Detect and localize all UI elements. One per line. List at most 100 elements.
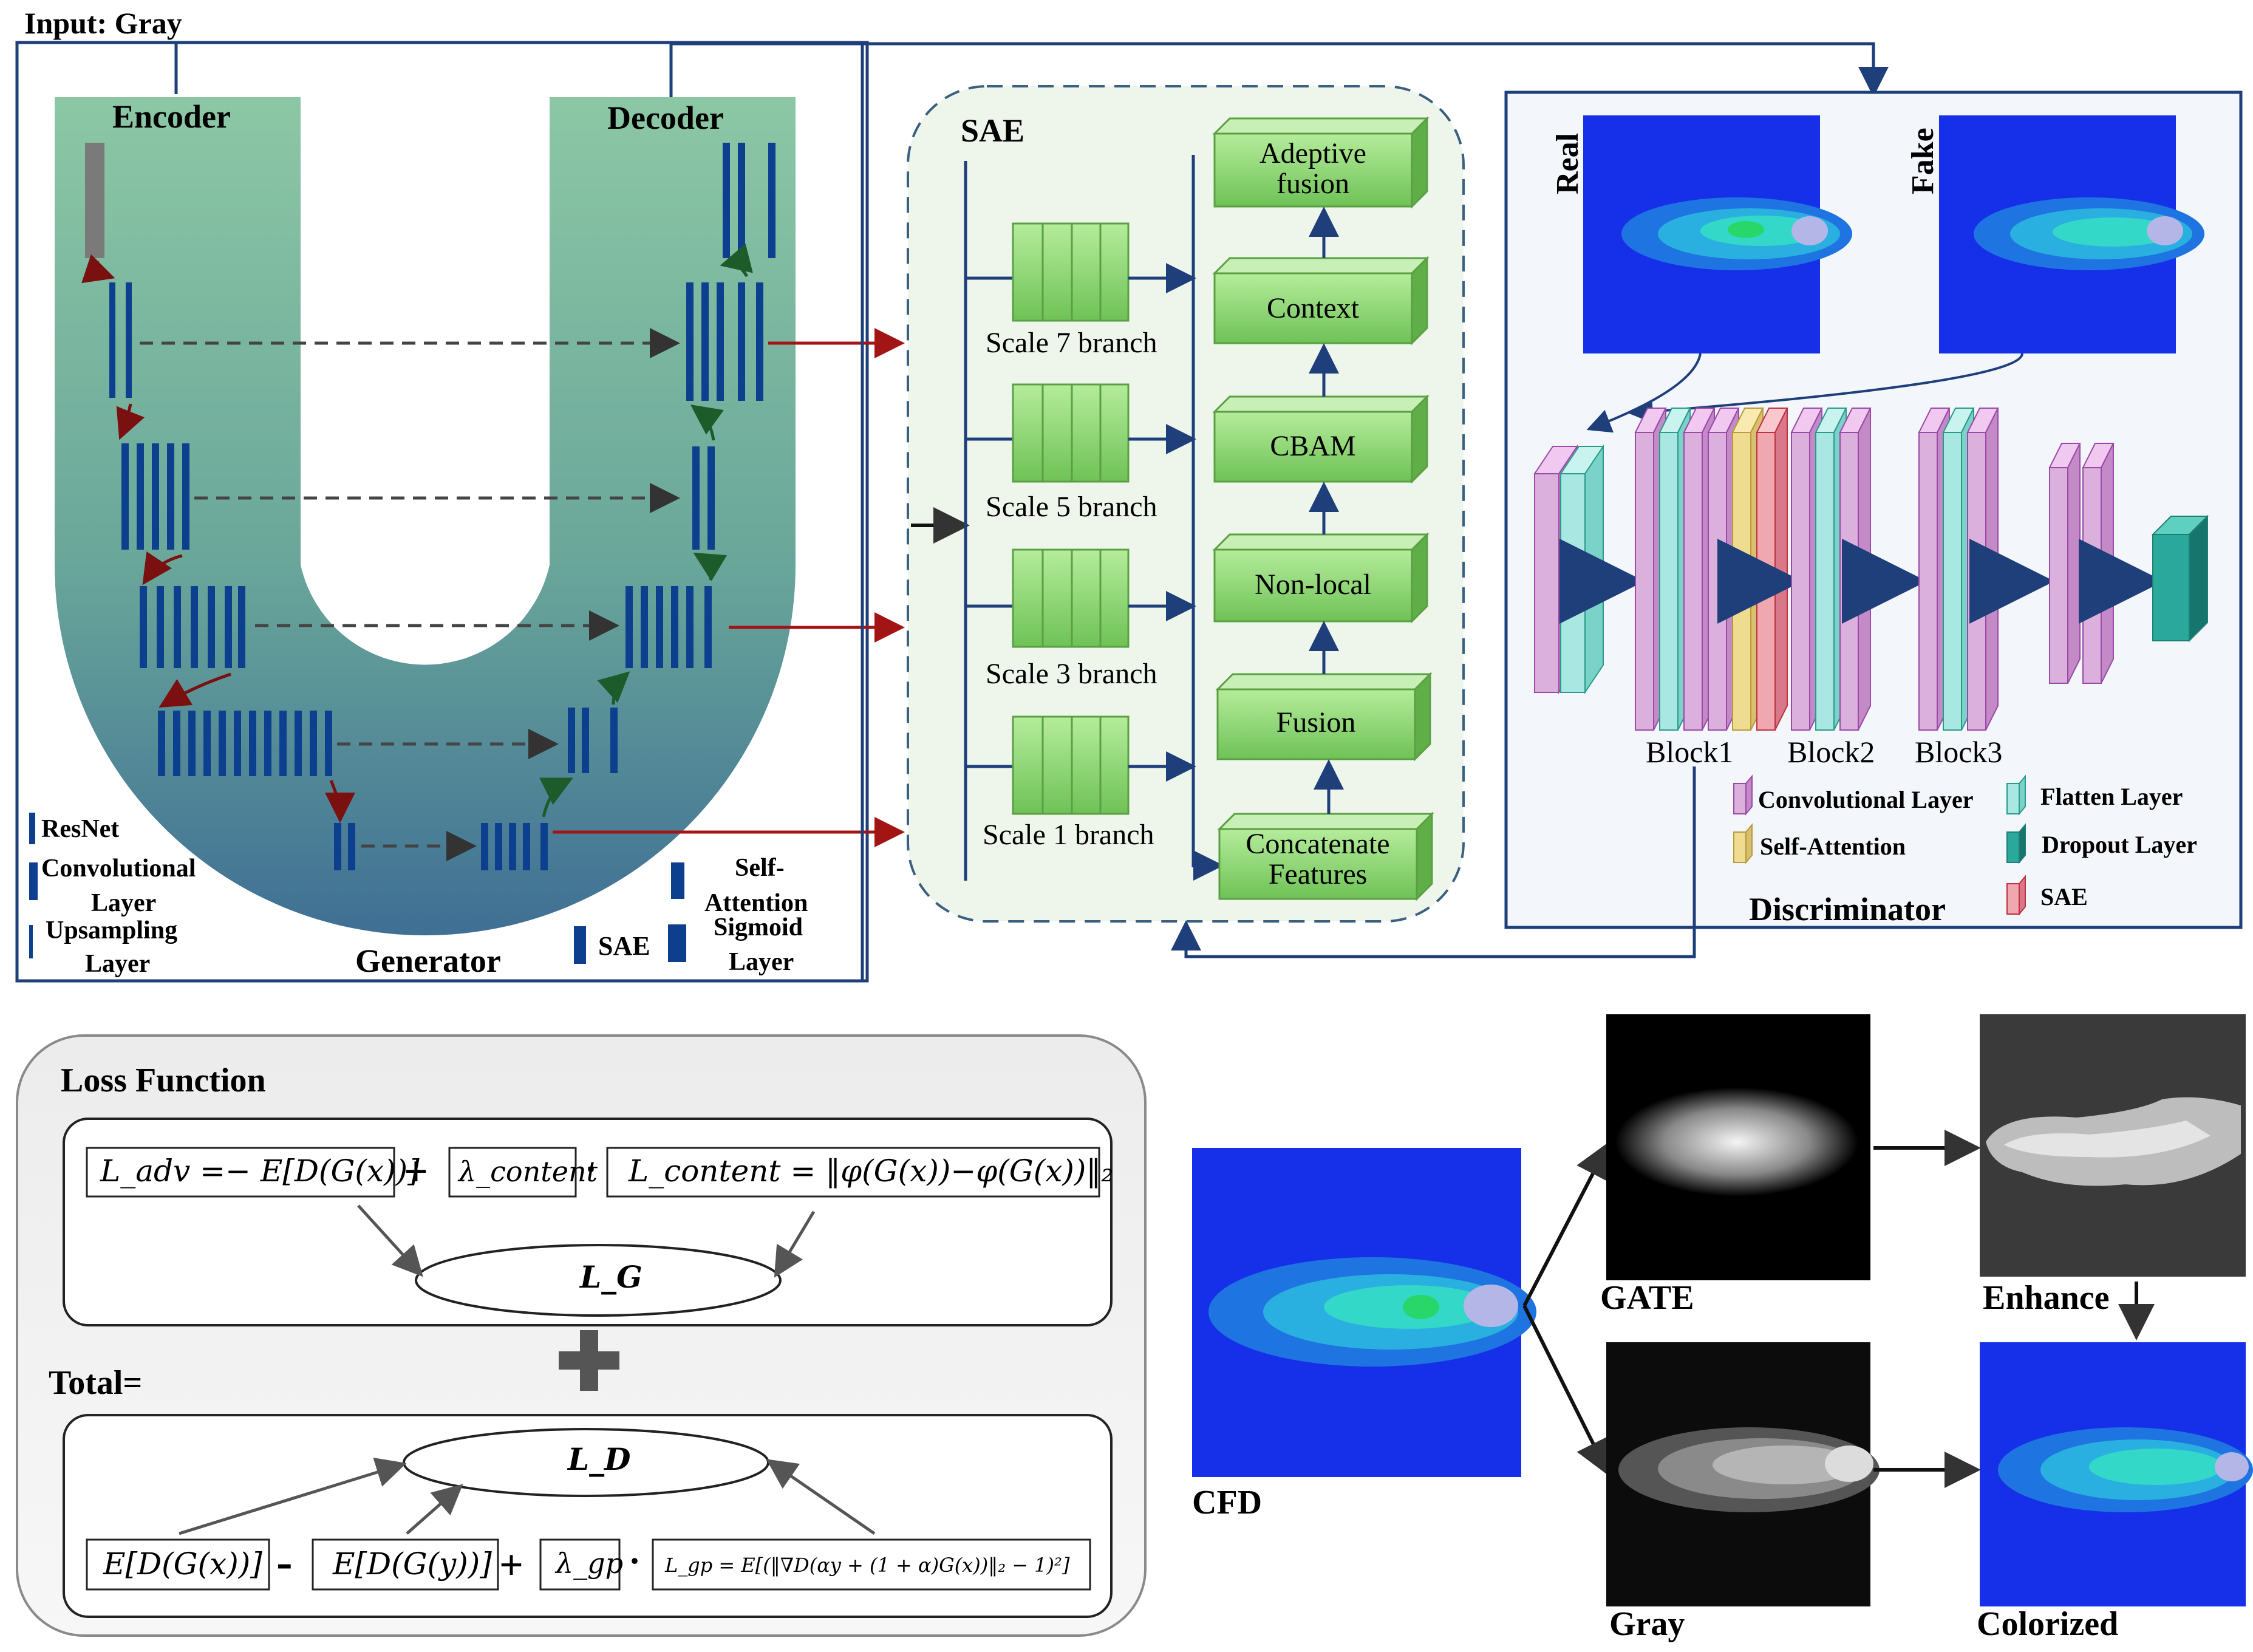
- legend-resnet-label: ResNet: [41, 815, 119, 843]
- enhance-image: [1980, 1014, 2246, 1277]
- loss-section: Loss Function L_adv =− E[D(G(x))] + λ_co…: [16, 1034, 1147, 1637]
- l-content-to-lg-arrow: [774, 1210, 816, 1278]
- legend-sigmoid-label-1: Sigmoid: [714, 913, 803, 941]
- l-adv-to-lg-arrow: [357, 1204, 423, 1277]
- generator-to-sae-arrows: [553, 328, 905, 847]
- cfd-image: [1192, 1148, 1536, 1477]
- lambda-gp-text: λ_gp: [554, 1547, 623, 1580]
- legend-upsampling-swatch: [29, 925, 33, 958]
- stage-label-context: Context: [1267, 292, 1360, 324]
- stage-label-concatenate-1: Concatenate: [1246, 828, 1389, 860]
- stage-label-adaptive-fusion-1: Adeptive: [1259, 137, 1366, 169]
- gate-image: [1606, 1014, 1870, 1280]
- legend-dropout-label: Dropout Layer: [2042, 831, 2197, 858]
- legend-dropout-icon: [2006, 823, 2026, 864]
- legend-sae-icon: [2006, 875, 2026, 916]
- e-dgy-to-ld-arrow: [406, 1484, 463, 1535]
- stage-label-adaptive-fusion-2: fusion: [1276, 168, 1349, 200]
- legend-sigmoid-swatch: [668, 924, 686, 962]
- cfd-label: CFD: [1192, 1484, 1262, 1521]
- encoder-level-2: [121, 443, 189, 550]
- sae-branch-scale-5: Scale 5 branch: [966, 383, 1196, 523]
- e-dgx-to-ld-arrow: [179, 1457, 407, 1535]
- lambda-gp-box: [539, 1538, 621, 1591]
- branch-label-scale-5: Scale 5 branch: [986, 491, 1157, 523]
- stage-adaptive-fusion: Adeptive fusion: [1212, 116, 1430, 209]
- legend-conv-label-1: Convolutional: [41, 855, 196, 882]
- l-gp-text: L_gp = E[(‖∇D(αy + (1 + α)G(x))‖₂ − 1)²]: [664, 1554, 1070, 1577]
- lambda-content-box: [448, 1147, 577, 1198]
- legend-self-attention-label: Self-Attention: [1760, 833, 1906, 860]
- legend-self-attention-label-1: Self-: [735, 854, 785, 882]
- decoder-bottom-level: [481, 823, 548, 870]
- decoder-up-arrows: [539, 244, 753, 817]
- generator-section: Input: Gray Encoder Decoder: [15, 6, 905, 983]
- resnet-input-block: [85, 143, 104, 258]
- decoder-output-level: [723, 143, 775, 258]
- legend-self-attention-icon: [1733, 823, 1753, 864]
- legend-upsampling-label-2: Layer: [85, 950, 150, 978]
- decoder-level-4: [568, 708, 618, 773]
- gray-image: [1606, 1342, 1880, 1606]
- legend-self-attention-label-2: Attention: [704, 889, 808, 917]
- sae-branch-scale-3: Scale 3 branch: [966, 548, 1196, 690]
- encoder-down-arrows: [81, 254, 355, 823]
- u-shape-body: [55, 97, 796, 935]
- l-g-ellipse: [415, 1244, 782, 1317]
- enhance-label: Enhance: [1983, 1279, 2110, 1317]
- stage-label-fusion: Fusion: [1276, 706, 1356, 739]
- e-dgx-box: [86, 1538, 270, 1591]
- stage-label-cbam: CBAM: [1270, 430, 1355, 462]
- stage-context: Context: [1212, 256, 1430, 346]
- disc-block-3: Block3: [1915, 408, 2002, 769]
- sae-branch-scale-1: Scale 1 branch: [966, 715, 1196, 851]
- legend-sae-disc-label: SAE: [2040, 883, 2088, 910]
- cfd-to-gate-arrow: [1522, 1141, 1610, 1307]
- branch-label-scale-1: Scale 1 branch: [983, 819, 1154, 851]
- branch-label-scale-7: Scale 7 branch: [986, 327, 1157, 359]
- real-to-disc-arrow: [1586, 353, 1702, 433]
- disc-dropout-output: [2151, 514, 2209, 643]
- gray-label: Gray: [1609, 1605, 1685, 1643]
- skip-connections: [140, 328, 680, 861]
- generator-title: Generator: [355, 943, 501, 979]
- pipeline-section: CFD GATE Enhance Gray: [1192, 1014, 2253, 1643]
- plus-sign-1: +: [404, 1149, 428, 1195]
- l-d-label: L_D: [567, 1441, 631, 1477]
- sae-section: SAE Scale 7 branch Scale 5 branch: [907, 85, 1465, 923]
- legend-sae-label: SAE: [598, 931, 650, 961]
- dot-2: ·: [629, 1541, 641, 1581]
- block-1-label: Block1: [1646, 735, 1733, 769]
- legend-flatten-icon: [2006, 774, 2026, 816]
- fake-to-disc-arrow: [1629, 353, 2023, 424]
- encoder-level-3: [140, 586, 245, 668]
- e-dgy-text: E[D(G(y))]: [332, 1546, 492, 1582]
- decoder-level-1: [686, 282, 763, 401]
- plus-sign-2: +: [499, 1542, 523, 1589]
- disc-block-2: Block2: [1787, 408, 1875, 769]
- stage-label-concatenate-2: Features: [1269, 858, 1368, 890]
- legend-sigmoid-label-2: Layer: [729, 948, 794, 976]
- l-adv-box: [86, 1147, 395, 1198]
- bottleneck-level: [334, 823, 355, 870]
- legend-conv-layer-icon: [1733, 774, 1753, 816]
- fake-label: Fake: [1906, 128, 1940, 194]
- total-plus-icon: [559, 1330, 619, 1391]
- fake-flow-image: [1939, 115, 2204, 353]
- encoder-level-1: [109, 282, 132, 398]
- loss-title: Loss Function: [61, 1062, 266, 1099]
- encoder-label: Encoder: [112, 98, 231, 135]
- colorized-image: [1980, 1342, 2253, 1606]
- legend-flatten-label: Flatten Layer: [2040, 783, 2183, 810]
- stage-label-non-local: Non-local: [1255, 568, 1371, 601]
- minus-sign: -: [276, 1535, 293, 1589]
- disc-input-layers: [1533, 444, 1604, 695]
- block-2-label: Block2: [1787, 735, 1875, 769]
- dot-1: ·: [585, 1149, 597, 1189]
- stage-flow-arrows: [1309, 206, 1344, 814]
- real-flow-image: [1583, 115, 1852, 353]
- legend-conv-swatch: [29, 862, 38, 900]
- colorized-label: Colorized: [1977, 1605, 2118, 1643]
- generator-frame: [15, 41, 869, 983]
